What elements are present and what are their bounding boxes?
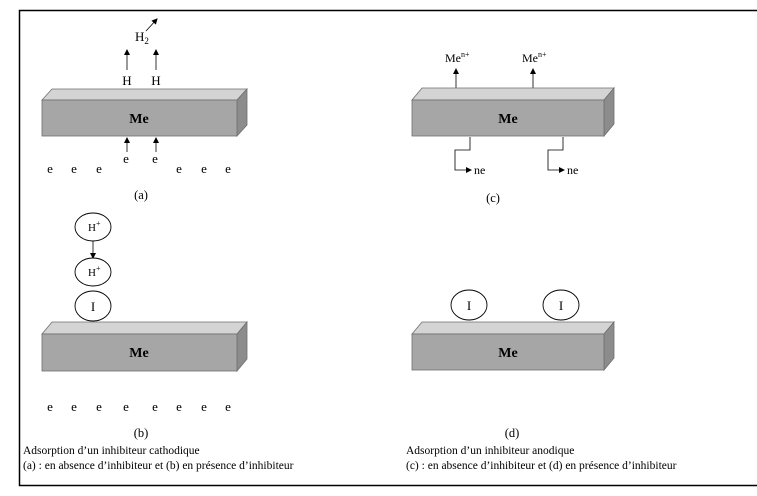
inhibitor-circle — [74, 290, 112, 322]
electron: e — [71, 161, 77, 176]
electron: e — [47, 399, 53, 414]
h2-arrow — [145, 18, 158, 32]
metal-block-a: Me — [41, 87, 248, 138]
h-ion-label: H+ — [88, 264, 101, 279]
electron: e — [123, 399, 129, 414]
inhibitor-label: I — [467, 298, 471, 313]
metal-label: Me — [498, 346, 517, 361]
metal-ion-label: Men+ — [522, 50, 547, 65]
h-atom-label: H — [151, 73, 160, 88]
inhibitor-label: I — [91, 299, 95, 314]
inhibitor-label: I — [559, 298, 563, 313]
electron: e — [152, 399, 158, 414]
electron: e — [225, 161, 231, 176]
electron: e — [225, 399, 231, 414]
block-top-face — [41, 321, 248, 335]
metal-block-d: Me — [411, 320, 615, 372]
metal-block-b: Me — [41, 320, 248, 373]
electron-row-b: e e e e e e e e — [47, 399, 231, 414]
panel-d: I I Me (d) — [411, 289, 615, 440]
electron: e — [152, 151, 158, 166]
electron: e — [71, 399, 77, 414]
panel-label-c: (c) — [486, 191, 500, 205]
panel-b: H+ H+ I Me e e e e e e e e (b) — [41, 212, 248, 440]
h-ion-label: H+ — [88, 219, 101, 234]
metal-ion-label: Men+ — [445, 50, 470, 65]
panel-label-b: (b) — [134, 426, 149, 440]
electron: e — [176, 399, 182, 414]
panel-c: Men+ Men+ Me ne ne (c) — [411, 50, 615, 205]
figure-frame — [18, 9, 757, 487]
block-front-face — [411, 333, 605, 371]
anodic-caption-title: Adsorption d’un inhibiteur anodique — [406, 445, 575, 457]
block-front-face — [411, 99, 605, 137]
metal-block-c: Me — [411, 86, 615, 138]
panel-a: Me H H H2 e e e e e e e e (a) — [41, 18, 248, 202]
ne-label: ne — [567, 163, 578, 177]
block-top-face — [41, 88, 248, 101]
electron: e — [96, 161, 102, 176]
metal-label: Me — [498, 112, 517, 127]
h2-molecule-label: H2 — [135, 29, 149, 46]
anodic-caption-detail: (c) : en absence d’inhibiteur et (d) en … — [406, 460, 677, 472]
inhibitor-circle — [542, 289, 580, 321]
block-top-face — [411, 87, 615, 101]
electron: e — [201, 161, 207, 176]
block-front-face — [41, 333, 238, 372]
panel-label-d: (d) — [505, 426, 520, 440]
h-atom-label: H — [122, 73, 131, 88]
electron-release-arrow — [547, 137, 565, 173]
electron: e — [96, 399, 102, 414]
ne-label: ne — [474, 163, 485, 177]
electron: e — [47, 161, 53, 176]
metal-label: Me — [129, 112, 148, 127]
cathodic-caption-title: Adsorption d’un inhibiteur cathodique — [23, 445, 200, 457]
electron: e — [176, 161, 182, 176]
cathodic-caption-detail: (a) : en absence d’inhibiteur et (b) en … — [23, 460, 294, 472]
inhibitor-circle — [450, 289, 488, 321]
block-front-face — [41, 99, 238, 137]
electron: e — [201, 399, 207, 414]
h-ion-circle — [74, 257, 112, 287]
electron-release-arrow — [454, 137, 472, 173]
panel-label-a: (a) — [134, 188, 148, 202]
block-top-face — [411, 321, 615, 335]
metal-label: Me — [129, 346, 148, 361]
electron: e — [123, 151, 129, 166]
electron-row-a: e e e e e e e e — [47, 151, 231, 176]
